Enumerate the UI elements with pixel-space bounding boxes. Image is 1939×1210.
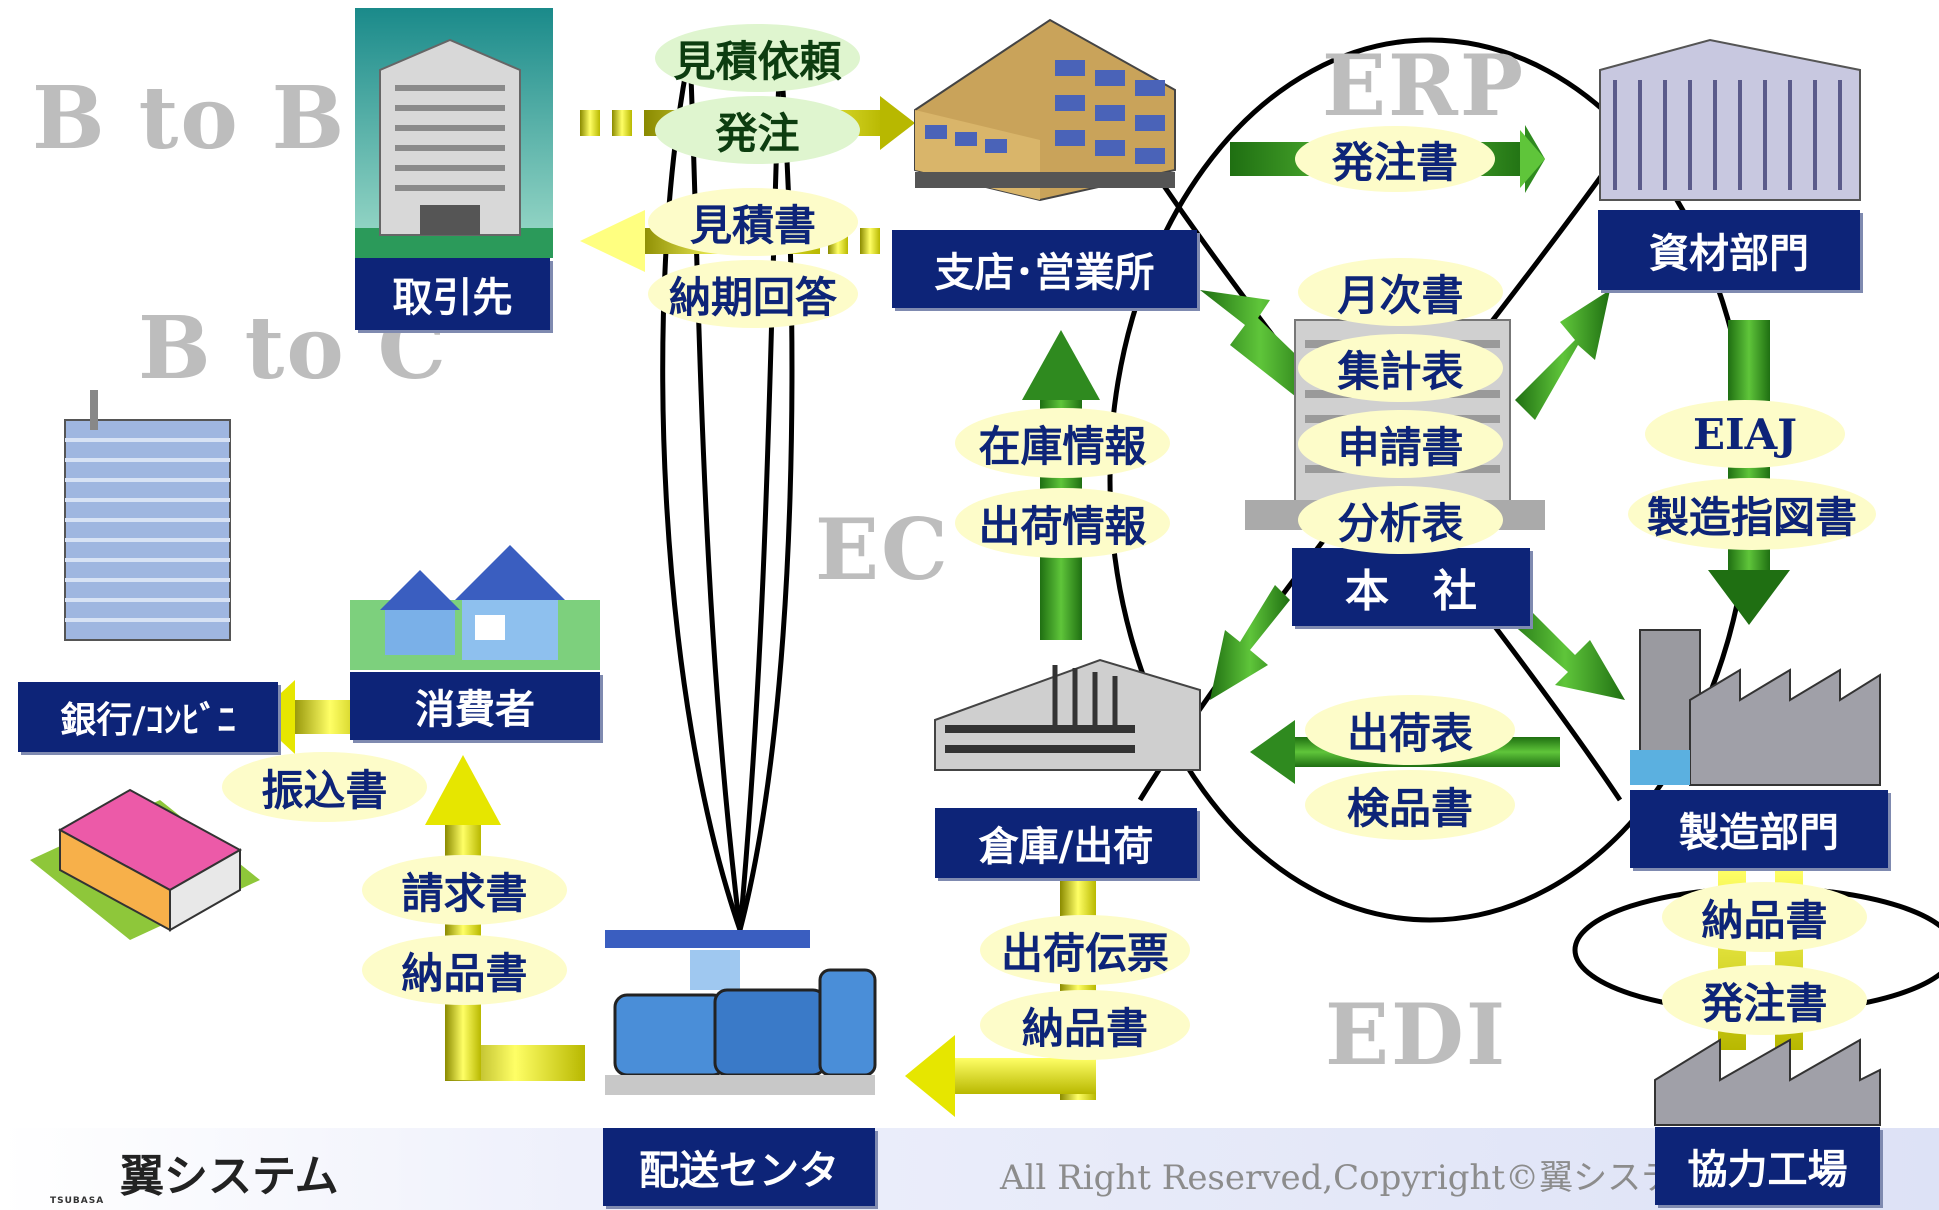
- label-shukka-denpyou: 出荷伝票: [980, 915, 1190, 985]
- arrow-honsha-shizai: [1515, 290, 1610, 420]
- node-souko-shukka: 倉庫/出荷: [935, 808, 1197, 878]
- company-logo-text: 翼システム: [120, 1151, 339, 1202]
- label-seizou-shizusho: 製造指図書: [1628, 478, 1876, 550]
- label-shuukeihyou: 集計表: [1298, 334, 1503, 402]
- label-mitsumorisho: 見積書: [648, 188, 858, 256]
- label-hacchusho-kyouryoku: 発注書: [1662, 965, 1867, 1035]
- title-ec: EC: [815, 500, 950, 599]
- arrow-zaiko-up: [1022, 330, 1100, 640]
- node-honsha: 本 社: [1292, 548, 1530, 626]
- label-furikomisho: 振込書: [222, 752, 427, 822]
- label-getsujisho: 月次書: [1298, 258, 1503, 326]
- label-shukkahyou: 出荷表: [1305, 695, 1515, 765]
- label-hacchusho-erp: 発注書: [1295, 126, 1495, 192]
- ec-loop: [660, 49, 795, 939]
- label-zaiko-jouhou: 在庫情報: [955, 408, 1170, 478]
- souko-building-image: [934, 658, 1201, 771]
- node-shiten-eigyousho: 支店･営業所: [892, 230, 1197, 308]
- node-kyouryoku-koujou: 協力工場: [1655, 1127, 1880, 1205]
- title-edi: EDI: [1325, 985, 1508, 1084]
- torihikisaki-building-image: [355, 8, 553, 258]
- kyouryoku-factory-image: [1654, 1038, 1881, 1126]
- shouhisha-houses-image: [350, 545, 600, 670]
- node-shizai-bumon: 資材部門: [1598, 210, 1860, 290]
- footer-bar: [0, 1128, 1939, 1210]
- arrow-honsha-seizou: [1505, 600, 1625, 700]
- label-shukka-jouhou: 出荷情報: [955, 488, 1170, 558]
- label-hacchu: 発注: [655, 96, 860, 164]
- node-shouhisha: 消費者: [350, 672, 600, 740]
- label-shinseisho: 申請書: [1298, 410, 1503, 478]
- conbini-store-image: [30, 788, 260, 940]
- b2c-office-building-image: [64, 390, 231, 641]
- node-torihikisaki: 取引先: [355, 258, 550, 330]
- arrow-honsha-shiten: [1200, 290, 1320, 400]
- label-seikyusho: 請求書: [362, 855, 567, 925]
- shiten-building-image: [914, 18, 1176, 202]
- label-kenpinsho: 検品書: [1305, 770, 1515, 840]
- title-b2b: B to B: [32, 68, 347, 169]
- label-mitsumori-irai: 見積依頼: [655, 24, 860, 92]
- label-nouhinsho-shouhisha: 納品書: [362, 935, 567, 1005]
- arrow-honsha-souko: [1210, 585, 1290, 700]
- seizou-factory-image: [1630, 629, 1881, 786]
- node-haisou-center: 配送センタ: [603, 1128, 875, 1206]
- label-bunsekihyou: 分析表: [1298, 486, 1503, 554]
- label-nouhinsho-kyouryoku: 納品書: [1662, 882, 1867, 952]
- haisou-bus-image: [605, 930, 877, 1095]
- node-seizou-bumon: 製造部門: [1630, 790, 1888, 868]
- label-nouhinsho-haisou: 納品書: [980, 990, 1190, 1060]
- node-ginkou-conbini: 銀行/ｺﾝﾋﾞﾆ: [18, 682, 278, 752]
- label-eiaj: EIAJ: [1645, 400, 1845, 468]
- company-logo-subtext: TSUBASA: [50, 1196, 105, 1206]
- arrow-seizou-down: [1708, 320, 1790, 625]
- shizai-building-image: [1599, 38, 1861, 201]
- label-nouki-kaitou: 納期回答: [648, 260, 858, 328]
- title-erp: ERP: [1322, 36, 1525, 135]
